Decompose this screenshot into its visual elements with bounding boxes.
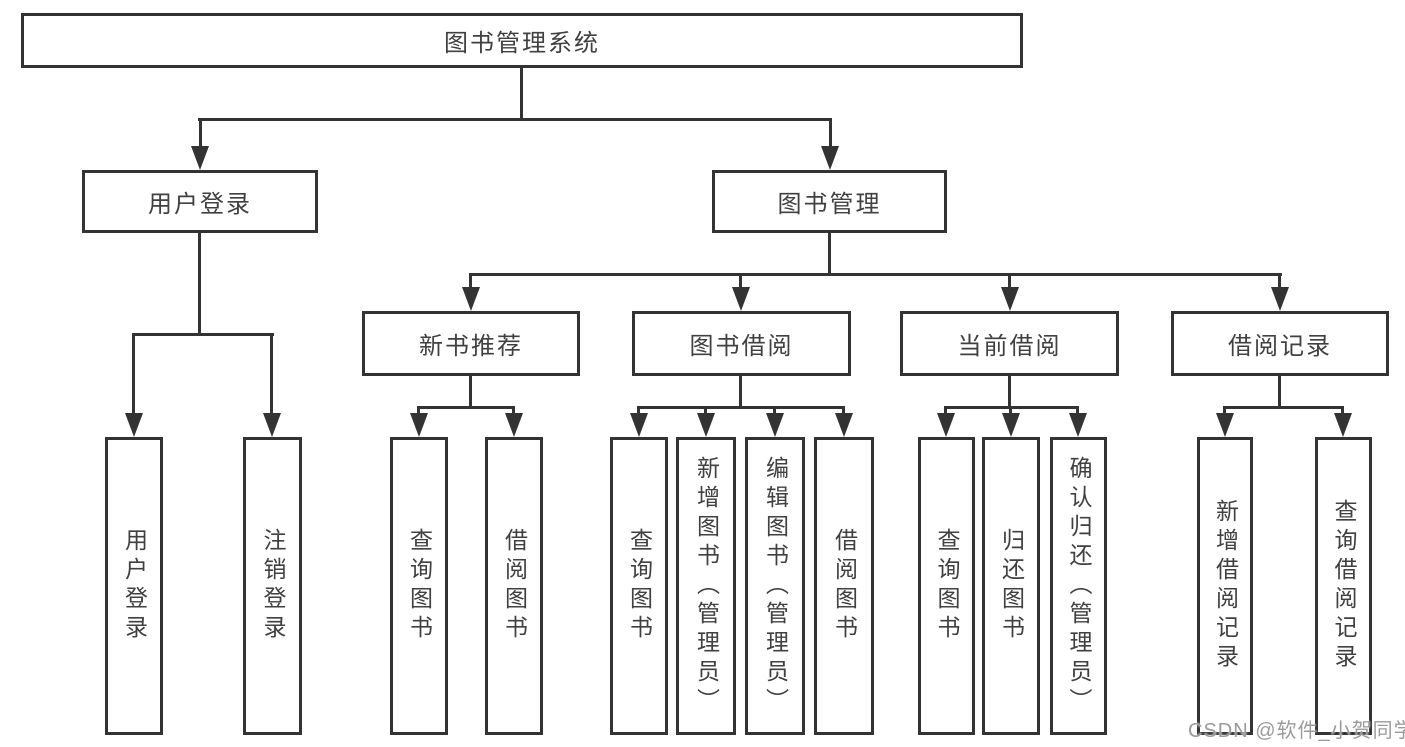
connector-arrow-icon [1271,287,1289,311]
connector-line [270,333,273,415]
connector-line [132,333,135,415]
node-label: 查询图书 [934,528,960,644]
connector-arrow-icon [1001,287,1019,311]
connector-arrow-icon [1334,413,1352,437]
connector-line [1223,406,1226,416]
leaf-borrow-books: 借阅图书 [814,437,874,735]
node-label: 图书管理系统 [444,30,600,57]
node-label: 查询借阅记录 [1331,499,1357,673]
connector-arrow-icon [263,413,281,437]
leaf-logout: 注销登录 [243,437,302,735]
leaf-edit-books-admin: 编辑图书（管理员） [745,437,805,735]
connector-arrow-icon [630,413,648,437]
connector-line [198,233,201,333]
node-label: 归还图书 [998,528,1025,644]
connector-arrow-icon [1002,413,1020,437]
connector-line [828,233,831,273]
connector-arrow-icon [505,413,523,437]
node-root: 图书管理系统 [21,13,1023,68]
node-book-management: 图书管理 [712,170,947,233]
connector-line [944,406,947,416]
node-label: 图书借阅 [689,333,794,360]
connector-line [829,118,832,150]
node-borrow-record: 借阅记录 [1171,311,1389,376]
csdn-watermark: CSDN @软件_小贺同学 [1188,720,1405,742]
node-book-borrow: 图书借阅 [632,311,851,376]
connector-line [469,273,1282,276]
connector-line [417,406,515,409]
connector-line [773,406,776,416]
connector-line [739,376,742,406]
connector-arrow-icon [821,146,839,170]
node-label: 用户登录 [121,528,148,644]
node-user-login: 用户登录 [82,170,318,233]
connector-arrow-icon [1069,413,1087,437]
connector-line [739,273,742,289]
connector-line [1278,273,1281,289]
node-label: 查询图书 [406,528,433,644]
connector-line [637,406,844,409]
connector-arrow-icon [462,287,480,311]
connector-arrow-icon [937,413,955,437]
node-new-book-recommend: 新书推荐 [362,311,580,376]
node-label: 当前借阅 [957,333,1062,360]
connector-arrow-icon [1216,413,1234,437]
connector-line [704,406,707,416]
leaf-add-books-admin: 新增图书（管理员） [676,437,736,735]
node-label: 借阅记录 [1228,333,1332,360]
node-label: 新增借阅记录 [1212,499,1239,673]
node-label: 用户登录 [148,191,252,218]
connector-arrow-icon [766,413,784,437]
connector-line [842,406,845,416]
connector-line [637,406,640,416]
connector-arrow-icon [125,413,143,437]
leaf-add-borrow-record: 新增借阅记录 [1197,437,1253,735]
connector-line [512,406,515,416]
leaf-confirm-return-admin: 确认归还（管理员） [1050,437,1107,735]
connector-line [469,376,472,406]
connector-arrow-icon [191,146,209,170]
connector-line [1278,376,1281,406]
leaf-borrow-books-recommend: 借阅图书 [485,437,543,735]
connector-line [132,333,274,336]
node-label: 借阅图书 [501,528,528,644]
node-label: 编辑图书（管理员） [762,455,789,717]
node-label: 确认归还（管理员） [1066,455,1092,717]
leaf-query-borrow-record: 查询借阅记录 [1315,437,1372,735]
connector-arrow-icon [732,287,750,311]
node-label: 查询图书 [626,528,653,644]
node-label: 借阅图书 [831,528,858,644]
node-label: 图书管理 [777,191,882,218]
node-label: 注销登录 [260,528,286,644]
connector-line [520,68,523,118]
leaf-return-books: 归还图书 [982,437,1040,735]
leaf-user-login: 用户登录 [105,437,163,735]
leaf-query-books-recommend: 查询图书 [390,437,448,735]
connector-arrow-icon [697,413,715,437]
leaf-query-books-current: 查询图书 [918,437,975,735]
connector-line [198,118,832,121]
connector-line [417,406,420,416]
node-label: 新增图书（管理员） [693,455,720,717]
node-label: 新书推荐 [419,333,523,360]
leaf-query-books-borrow: 查询图书 [610,437,668,735]
node-current-borrow: 当前借阅 [900,311,1119,376]
connector-line [469,273,472,289]
connector-line [1341,406,1344,416]
connector-line [1009,406,1012,416]
connector-line [1076,406,1079,416]
connector-arrow-icon [835,413,853,437]
connector-arrow-icon [410,413,428,437]
connector-line [1008,273,1011,289]
connector-line [1008,376,1011,406]
connector-line [1223,406,1343,409]
connector-line [199,118,202,150]
